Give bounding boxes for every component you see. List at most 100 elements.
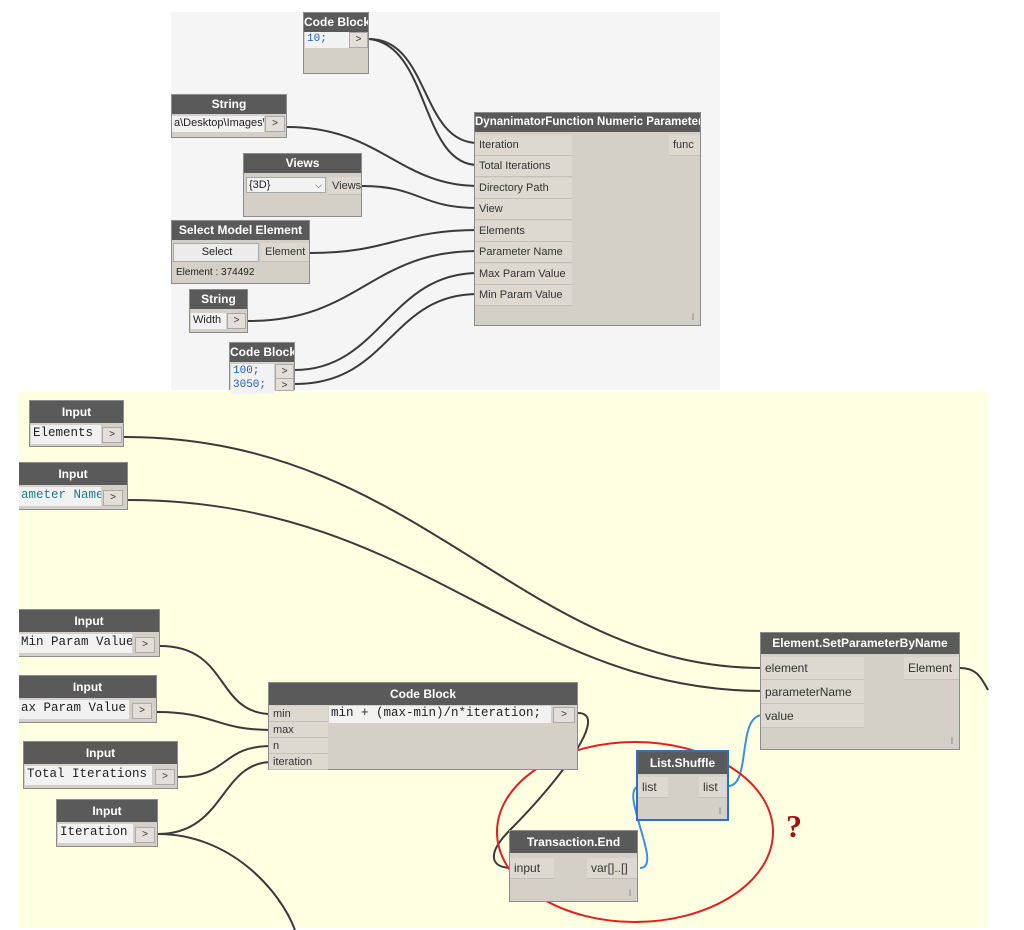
input-value[interactable]: ax Param Value: [19, 700, 129, 719]
wire-code10-iteration: [368, 38, 479, 144]
input-port-max[interactable]: max: [269, 722, 328, 738]
resize-grip[interactable]: l: [719, 806, 721, 816]
wire-min-min: [159, 645, 273, 715]
node-title: Input: [24, 742, 177, 764]
output-port[interactable]: >: [102, 427, 122, 443]
resize-grip[interactable]: l: [692, 312, 694, 322]
input-node-min-param-value[interactable]: Input Min Param Value >: [19, 609, 160, 657]
node-title: Select Model Element: [172, 221, 309, 240]
node-title: Input: [57, 800, 157, 822]
input-node-max-param-value[interactable]: Input ax Param Value >: [19, 675, 157, 723]
output-port[interactable]: >: [103, 490, 123, 506]
input-port-total-iterations[interactable]: Total Iterations: [475, 156, 572, 177]
input-port-element[interactable]: element: [761, 657, 864, 680]
output-port[interactable]: >: [265, 116, 285, 132]
wire-views-view: [361, 185, 479, 209]
resize-grip[interactable]: l: [629, 888, 631, 898]
input-port-directory-path[interactable]: Directory Path: [475, 178, 572, 199]
output-port[interactable]: >: [135, 827, 155, 843]
output-port-var[interactable]: var[]..[]: [587, 858, 637, 879]
input-port-min-param-value[interactable]: Min Param Value: [475, 285, 572, 306]
node-title: Code Block: [304, 13, 368, 32]
input-node-total-iterations[interactable]: Input Total Iterations >: [23, 741, 178, 789]
code-line-2[interactable]: 3050;: [231, 378, 274, 394]
node-title: Input: [19, 676, 156, 698]
input-port-value[interactable]: value: [761, 704, 864, 728]
node-title: Input: [30, 401, 123, 423]
wire-code10-totaliter: [368, 38, 479, 166]
input-value[interactable]: ameter Name: [19, 487, 101, 506]
select-button[interactable]: Select: [173, 243, 259, 262]
output-port[interactable]: >: [349, 32, 368, 48]
output-port-element[interactable]: Element: [261, 243, 309, 262]
string-node-path[interactable]: String a\Desktop\Images\ >: [171, 94, 287, 138]
node-title: DynanimatorFunction Numeric Parameter: [475, 113, 700, 132]
output-port[interactable]: >: [135, 637, 155, 653]
input-port-list[interactable]: list: [638, 777, 668, 798]
wire-code-transaction: [492, 712, 590, 869]
code-text[interactable]: 10;: [305, 32, 349, 48]
output-port[interactable]: >: [155, 769, 175, 785]
node-title: Element.SetParameterByName: [761, 633, 959, 654]
highlight-ellipse: [496, 741, 774, 923]
select-model-element-node[interactable]: Select Model Element Select Element Elem…: [171, 220, 310, 284]
output-port-views[interactable]: Views: [328, 177, 361, 195]
node-title: List.Shuffle: [638, 752, 727, 774]
output-port-func[interactable]: func: [669, 135, 700, 156]
code-block-node-10[interactable]: Code Block 10; >: [303, 12, 369, 74]
node-title: Input: [19, 463, 127, 485]
input-port-min[interactable]: min: [269, 706, 328, 722]
wire-total-n: [177, 745, 273, 778]
wire-elements-element: [123, 436, 764, 669]
views-node[interactable]: Views {3D} ⌵ Views: [243, 153, 362, 217]
input-port-iteration[interactable]: Iteration: [475, 135, 572, 156]
input-port-parametername[interactable]: parameterName: [761, 680, 864, 704]
input-port-input[interactable]: input: [510, 858, 554, 879]
input-value[interactable]: Elements: [31, 425, 101, 444]
wire-iteration-iteration: [157, 761, 273, 835]
wire-shuffle-value: [727, 714, 764, 787]
input-node-elements[interactable]: Input Elements >: [29, 400, 124, 447]
input-node-iteration[interactable]: Input Iteration >: [56, 799, 158, 847]
input-port-max-param-value[interactable]: Max Param Value: [475, 264, 572, 285]
node-title: String: [172, 95, 286, 114]
input-node-parameter-name[interactable]: Input ameter Name >: [19, 462, 128, 510]
output-port-2[interactable]: >: [275, 378, 294, 391]
string-value[interactable]: a\Desktop\Images\: [172, 116, 264, 132]
transaction-end-node[interactable]: Transaction.End input var[]..[] l: [509, 830, 638, 902]
string-value[interactable]: Width: [191, 313, 226, 329]
views-dropdown[interactable]: {3D} ⌵: [246, 177, 326, 193]
node-title: Transaction.End: [510, 831, 637, 853]
chevron-down-icon: ⌵: [315, 180, 322, 190]
output-port[interactable]: >: [132, 703, 152, 719]
wire-3050-min: [294, 293, 479, 385]
set-parameter-by-name-node[interactable]: Element.SetParameterByName element param…: [760, 632, 960, 750]
resize-grip[interactable]: l: [951, 736, 953, 746]
output-port[interactable]: >: [227, 313, 246, 329]
input-value[interactable]: Total Iterations: [25, 766, 152, 785]
node-title: Views: [244, 154, 361, 173]
input-port-iteration[interactable]: iteration: [269, 754, 328, 770]
code-block-node-values[interactable]: Code Block 100; > 3050; >: [229, 342, 295, 394]
input-port-n[interactable]: n: [269, 738, 328, 754]
code-block-node-formula[interactable]: Code Block min max n iteration min + (ma…: [268, 682, 578, 770]
dynanimator-node[interactable]: DynanimatorFunction Numeric Parameter It…: [474, 112, 701, 326]
input-value[interactable]: Min Param Value: [19, 634, 132, 653]
list-shuffle-node[interactable]: List.Shuffle list list l: [636, 750, 729, 821]
wire-100-max: [294, 272, 479, 371]
formula-code[interactable]: min + (max-min)/n*iteration;: [329, 706, 551, 723]
input-port-elements[interactable]: Elements: [475, 221, 572, 242]
input-port-parameter-name[interactable]: Parameter Name: [475, 242, 572, 263]
node-title: Code Block: [230, 343, 294, 362]
input-value[interactable]: Iteration: [58, 824, 133, 843]
output-port-list[interactable]: list: [699, 777, 727, 798]
code-line-1[interactable]: 100;: [231, 364, 274, 380]
node-title: String: [190, 290, 247, 309]
wire-paramname-parametername: [127, 499, 764, 692]
views-selected: {3D}: [249, 179, 271, 191]
input-port-view[interactable]: View: [475, 199, 572, 220]
string-node-width[interactable]: String Width >: [189, 289, 248, 333]
output-port[interactable]: >: [553, 707, 575, 723]
output-port-element[interactable]: Element: [904, 657, 959, 680]
